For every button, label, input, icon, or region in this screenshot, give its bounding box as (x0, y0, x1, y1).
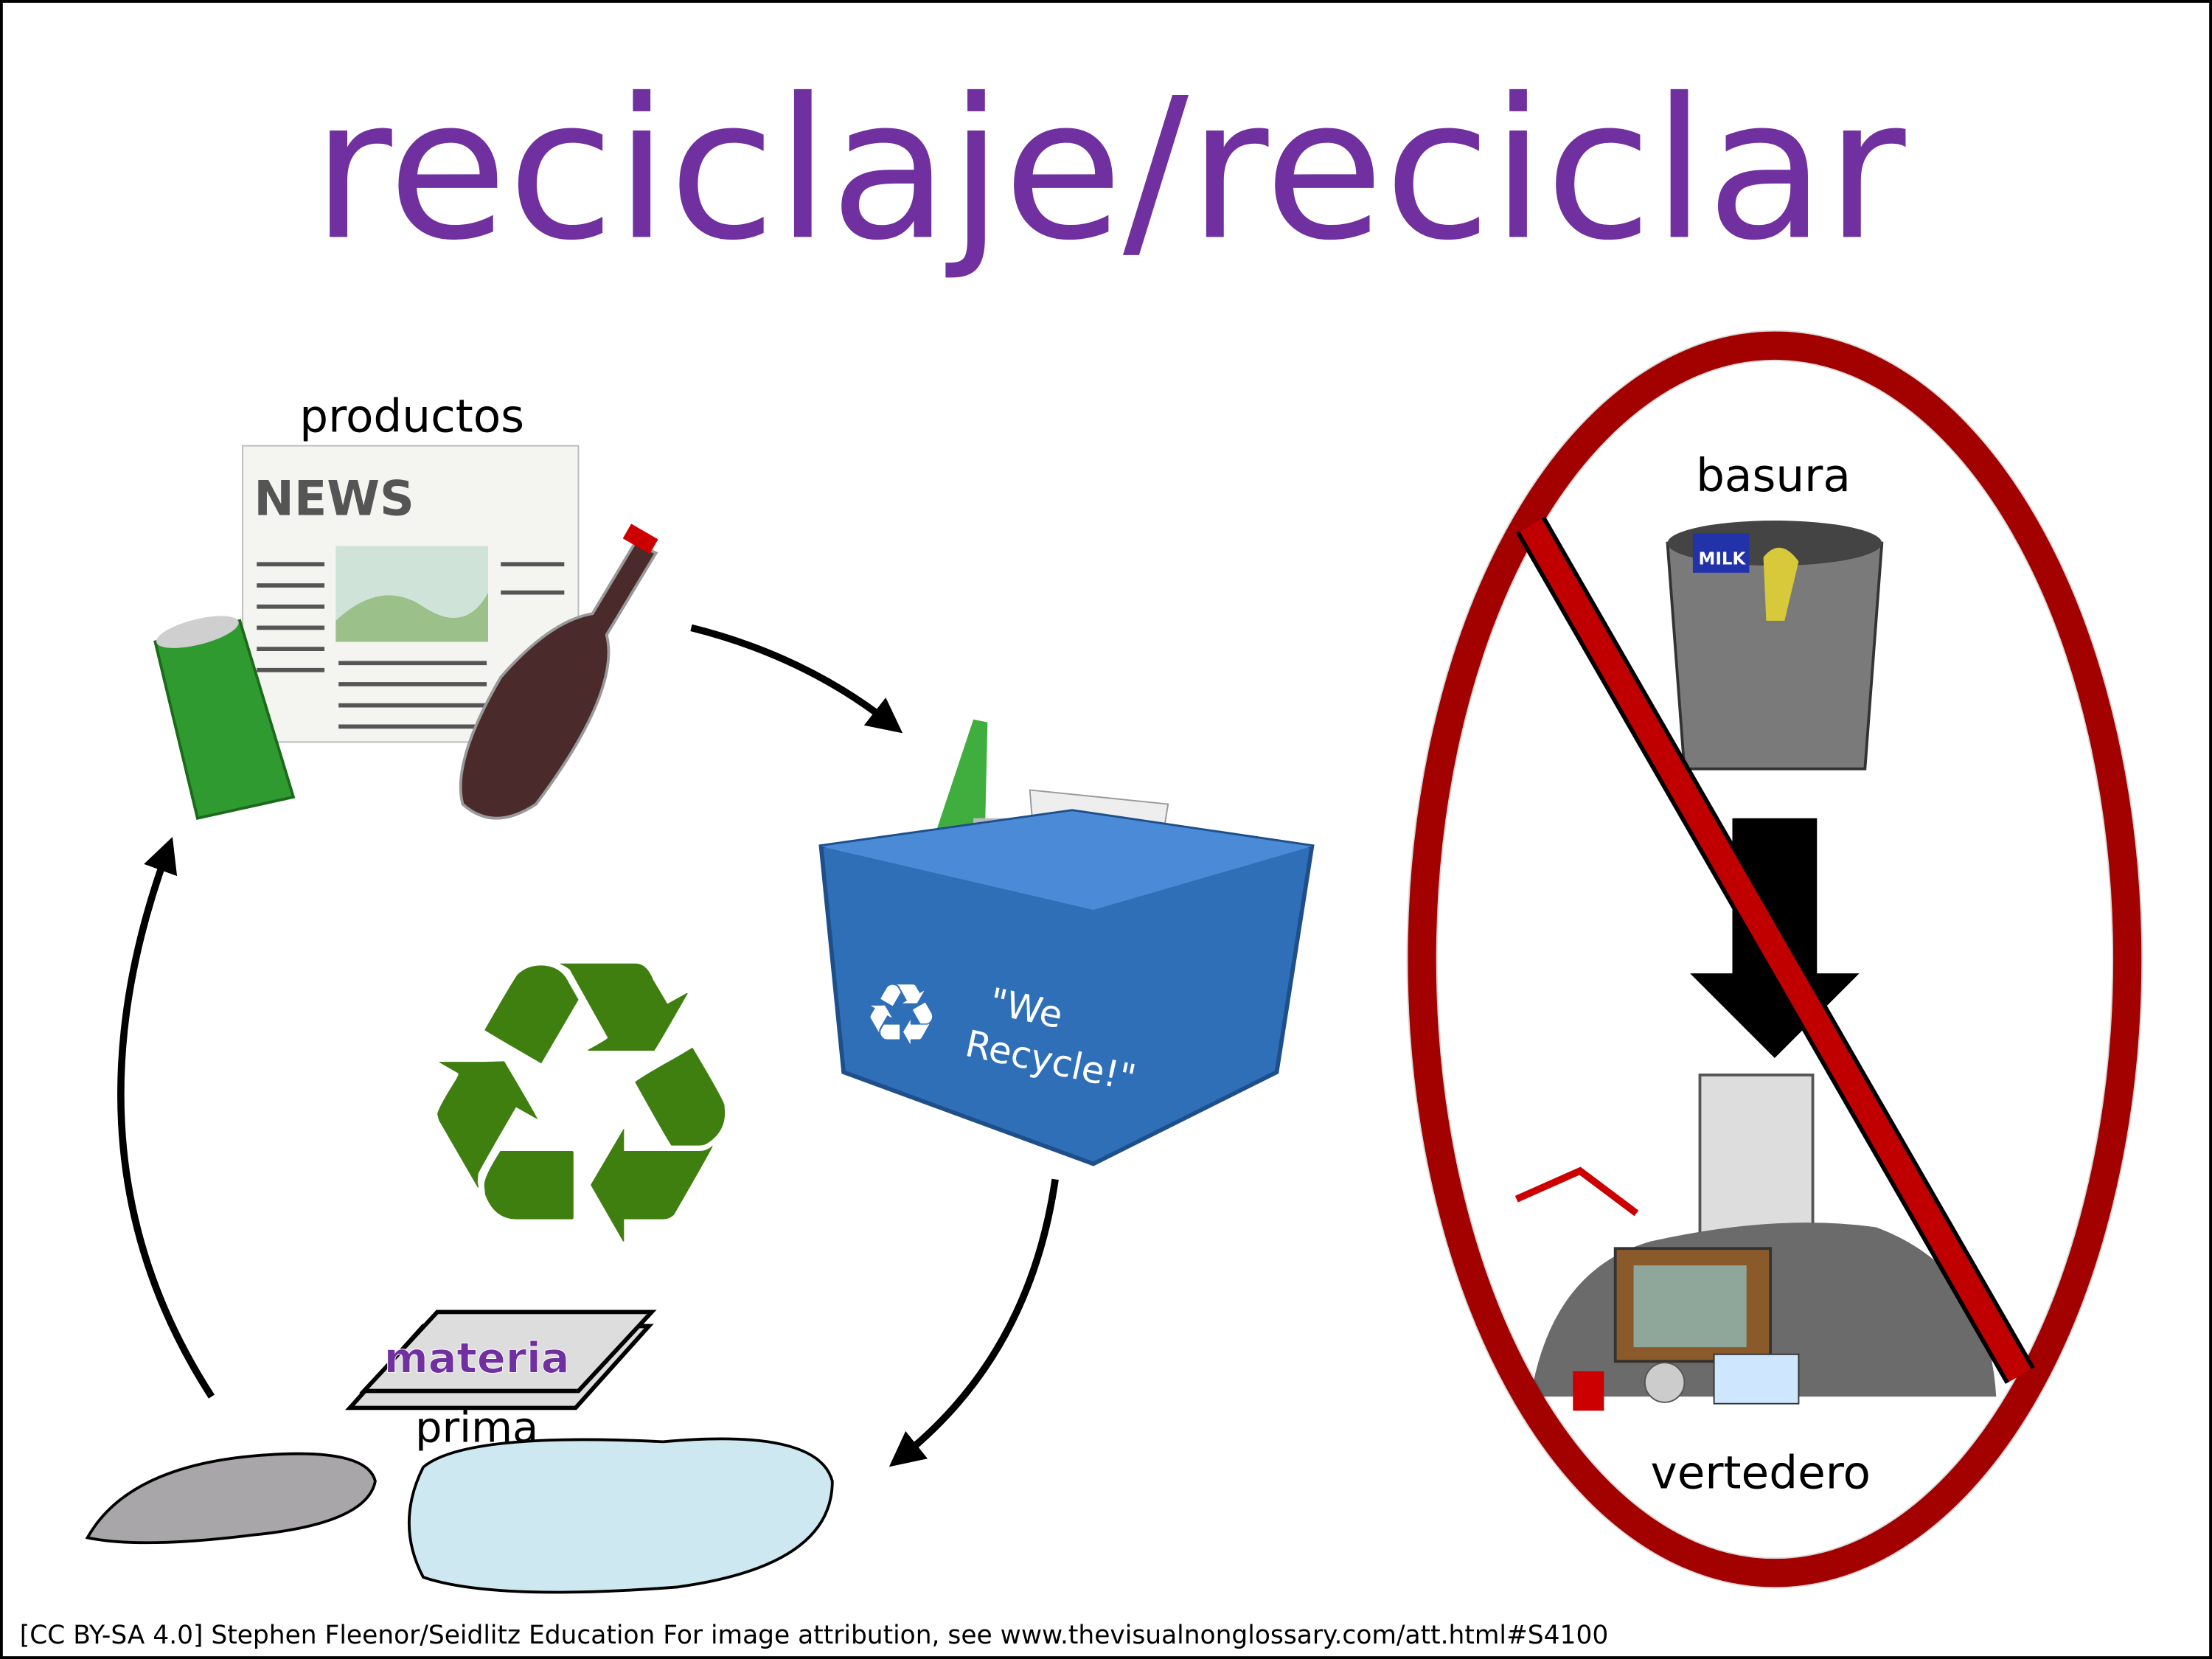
arrow-products-to-bin (690, 624, 903, 734)
label-trash: basura (1696, 450, 1851, 502)
prohibition-sign-icon (1406, 330, 2143, 1589)
arrow-raw-material-to-products (117, 837, 215, 1399)
soda-can-icon (153, 616, 296, 820)
glass-blob-icon (408, 1437, 834, 1594)
label-materia: materia (384, 1334, 570, 1383)
newspaper-icon: NEWS (242, 445, 580, 743)
svg-text:MILK: MILK (1699, 549, 1747, 568)
label-products: productos (299, 390, 524, 442)
svg-text:NEWS: NEWS (254, 471, 414, 526)
recycle-bin-icon: "We Recycle!" ♻ (818, 719, 1315, 1166)
metal-blob-icon (85, 1452, 377, 1545)
products-clipart: NEWS (153, 445, 658, 820)
recycle-symbol-icon: ♻ (404, 876, 758, 1335)
label-landfill: vertedero (1650, 1447, 1871, 1499)
page-title: reciclaje/reciclar (312, 57, 1907, 283)
raw-material-sheets-icon (345, 1310, 657, 1411)
landfill-junk-icon (1514, 1073, 1997, 1411)
attribution: [CC BY-SA 4.0] Stephen Fleenor/Seidlitz … (20, 1621, 1608, 1650)
trash-can-icon: MILK (1666, 520, 1884, 771)
small-recycle-icon: ♻ (863, 966, 939, 1065)
soda-bottle-icon (459, 524, 658, 820)
arrow-bin-to-raw-material (888, 1178, 1059, 1467)
